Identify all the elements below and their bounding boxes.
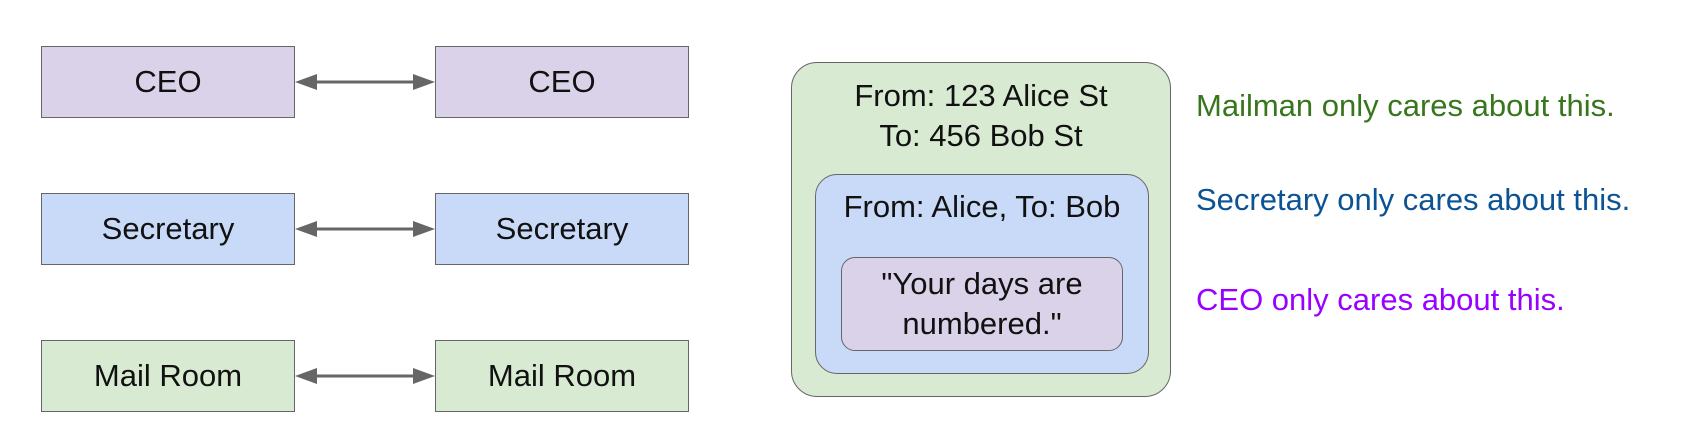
- mailroom-box-left-label: Mail Room: [93, 358, 243, 393]
- ceo-note: CEO only cares about this.: [1196, 282, 1565, 317]
- mailroom-box-right: Mail Room: [435, 340, 689, 412]
- inner-message-line-2: numbered.": [902, 306, 1062, 341]
- middle-envelope: From: Alice, To: Bob "Your days are numb…: [815, 174, 1149, 374]
- outer-envelope: From: 123 Alice St To: 456 Bob St From: …: [791, 62, 1171, 397]
- secretary-box-left: Secretary: [41, 193, 295, 265]
- inner-envelope: "Your days are numbered.": [841, 257, 1123, 351]
- secretary-box-right: Secretary: [435, 193, 689, 265]
- outer-envelope-to: To: 456 Bob St: [879, 118, 1083, 153]
- mailroom-double-arrow: [295, 368, 435, 384]
- ceo-double-arrow: [295, 74, 435, 90]
- ceo-box-left-label: CEO: [134, 64, 202, 99]
- ceo-box-left: CEO: [41, 46, 295, 118]
- mailroom-box-right-label: Mail Room: [487, 358, 637, 393]
- secretary-double-arrow: [295, 221, 435, 237]
- inner-message-line-1: "Your days are: [881, 266, 1083, 301]
- ceo-box-right-label: CEO: [528, 64, 596, 99]
- secretary-box-right-label: Secretary: [495, 211, 629, 246]
- outer-envelope-from: From: 123 Alice St: [854, 78, 1108, 113]
- secretary-box-left-label: Secretary: [101, 211, 235, 246]
- mailroom-box-left: Mail Room: [41, 340, 295, 412]
- secretary-note: Secretary only cares about this.: [1196, 182, 1631, 217]
- mailman-note: Mailman only cares about this.: [1196, 88, 1615, 123]
- ceo-box-right: CEO: [435, 46, 689, 118]
- middle-envelope-header: From: Alice, To: Bob: [843, 189, 1121, 224]
